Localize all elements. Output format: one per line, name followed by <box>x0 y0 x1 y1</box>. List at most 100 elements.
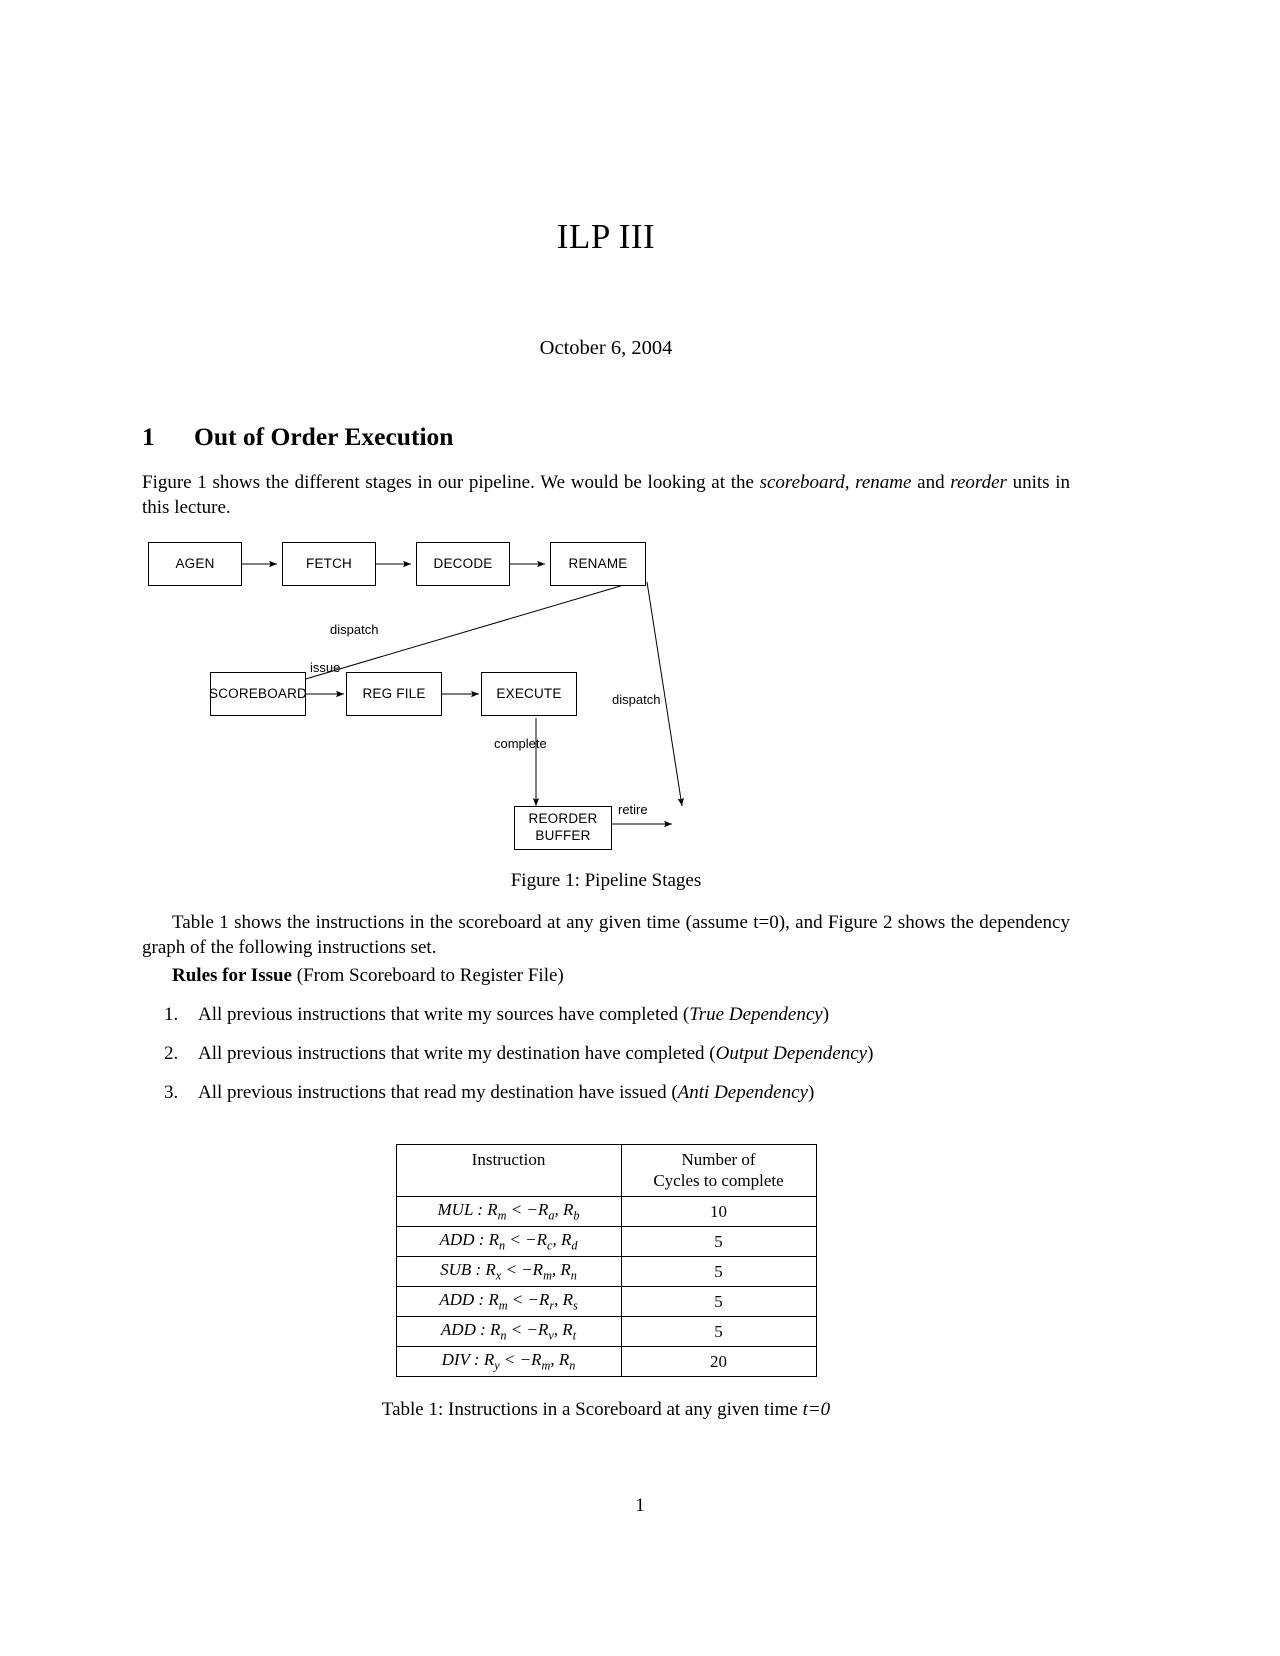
table-1-caption: Table 1: Instructions in a Scoreboard at… <box>142 1399 1070 1421</box>
figure-box-fetch-label: FETCH <box>306 555 352 571</box>
table-caption-prefix: Table 1: Instructions in a Scoreboard at… <box>381 1399 803 1421</box>
rule-number: 3. <box>164 1082 179 1104</box>
list-item: 1. All previous instructions that write m… <box>142 1002 1070 1027</box>
instr-src2: d <box>571 1238 578 1253</box>
table-header-row-2: Cycles to complete <box>395 1170 817 1198</box>
list-item: 3. All previous instructions that read my… <box>142 1080 1070 1105</box>
figure-box-reorder-label-line2: BUFFER <box>535 828 591 844</box>
figure-edge-label-issue: issue <box>310 660 341 676</box>
rule-text-after: ) <box>807 1082 815 1104</box>
intro-text-1: Figure 1 shows the different stages in o… <box>142 471 760 493</box>
figure-box-decode-label: DECODE <box>433 555 493 571</box>
table-1-wrapper: Instruction Number of Cycles to complete… <box>142 1143 1070 1378</box>
intro-paragraph: Figure 1 shows the different stages in o… <box>142 470 1070 521</box>
figure-box-decode: DECODE <box>416 542 510 587</box>
rule-text-after: ) <box>822 1003 830 1025</box>
instr-dest: n <box>500 1328 507 1343</box>
rule-emphasis: Output Dependency <box>715 1043 868 1065</box>
rule-emphasis: Anti Dependency <box>677 1082 808 1104</box>
table-header-instruction: Instruction <box>395 1143 622 1171</box>
table-row: SUB : Rx < −Rm, Rn 5 <box>395 1256 817 1288</box>
page-number: 1 <box>635 1495 645 1516</box>
instr-op: ADD <box>439 1290 475 1310</box>
rule-text-before: All previous instructions that read my d… <box>198 1082 678 1104</box>
figure-box-regfile: REG FILE <box>346 672 442 717</box>
table-header-instruction-blank <box>395 1170 622 1198</box>
instr-dest: n <box>499 1238 506 1253</box>
rule-text-before: All previous instructions that write my … <box>198 1003 690 1025</box>
instr-op: MUL <box>437 1200 474 1220</box>
section-title: Out of Order Execution <box>194 421 454 451</box>
rule-text-before: All previous instructions that write my … <box>198 1043 716 1065</box>
rule-number: 2. <box>164 1043 179 1065</box>
instruction-cell: ADD : Rn < −Rv, Rt <box>395 1316 622 1348</box>
cycles-cell: 10 <box>620 1196 817 1228</box>
instructions-table: Instruction Number of Cycles to complete… <box>395 1143 817 1378</box>
instr-src1: m <box>541 1358 551 1373</box>
instr-src1: v <box>548 1328 554 1343</box>
instr-op: DIV <box>441 1350 470 1370</box>
page-title: ILP III <box>556 217 656 256</box>
rule-emphasis: True Dependency <box>689 1003 823 1025</box>
figure-box-execute-label: EXECUTE <box>496 685 562 701</box>
figure-box-reorder-label-line1: REORDER <box>528 811 598 827</box>
figure-box-rename: RENAME <box>550 542 646 587</box>
figure-box-reorder-buffer: REORDER BUFFER <box>514 806 612 851</box>
table-row: DIV : Ry < −Rm, Rn 20 <box>395 1346 817 1378</box>
table-header-cycles-line2: Cycles to complete <box>620 1170 817 1198</box>
figure-box-scoreboard: SCOREBOARD <box>208 672 308 717</box>
figure-box-regfile-label: REG FILE <box>362 685 426 701</box>
cycles-cell: 20 <box>620 1346 817 1378</box>
cycles-cell: 5 <box>620 1316 817 1348</box>
instr-src1: c <box>547 1238 553 1253</box>
instr-src2: s <box>573 1298 578 1313</box>
instr-src2: t <box>572 1328 577 1343</box>
instr-src1: r <box>549 1298 555 1313</box>
instr-dest: y <box>494 1358 500 1373</box>
figure-1: AGEN FETCH DECODE RENAME SCOREBOARD REG … <box>142 534 1070 864</box>
rules-list: 1. All previous instructions that write m… <box>142 1002 1070 1106</box>
section-number: 1 <box>142 421 155 451</box>
instr-src2: n <box>569 1358 576 1373</box>
figure-box-scoreboard-label: SCOREBOARD <box>208 685 308 701</box>
intro-emphasis-1: scoreboard, rename <box>759 471 912 493</box>
rule-number: 1. <box>164 1003 179 1025</box>
instruction-cell: SUB : Rx < −Rm, Rn <box>395 1256 622 1288</box>
figure-edge-label-dispatch-left: dispatch <box>330 622 379 638</box>
figure-box-execute: EXECUTE <box>481 672 577 717</box>
table-intro-paragraph: Table 1 shows the instructions in the sc… <box>142 912 1070 959</box>
instruction-cell: ADD : Rm < −Rr, Rs <box>395 1286 622 1318</box>
document-date: October 6, 2004 <box>539 336 673 359</box>
table-row: ADD : Rm < −Rr, Rs 5 <box>395 1286 817 1318</box>
figure-box-rename-label: RENAME <box>568 555 628 571</box>
page-content: ILP III October 6, 2004 1 Out of Order E… <box>142 0 1070 1421</box>
intro-text-2: and <box>911 471 951 493</box>
instr-op: SUB <box>440 1260 472 1280</box>
intro-text-3: units in this lecture. <box>142 471 1071 518</box>
cycles-cell: 5 <box>620 1226 817 1258</box>
figure-box-agen-label: AGEN <box>175 555 215 571</box>
instr-dest: x <box>495 1268 502 1283</box>
rules-heading-subtitle: (From Scoreboard to Register File) <box>292 964 564 986</box>
instruction-cell: MUL : Rm < −Ra, Rb <box>395 1196 622 1228</box>
instruction-cell: DIV : Ry < −Rm, Rn <box>395 1346 622 1378</box>
intro-emphasis-2: reorder <box>950 471 1007 493</box>
figure-1-caption: Figure 1: Pipeline Stages <box>510 870 702 892</box>
table-caption-emphasis: t=0 <box>802 1399 831 1421</box>
instr-op: ADD <box>439 1230 475 1250</box>
figure-1-connectors <box>238 560 684 828</box>
table-row: ADD : Rn < −Rv, Rt 5 <box>395 1316 817 1348</box>
list-item: 2. All previous instructions that write m… <box>142 1041 1070 1066</box>
table-row: MUL : Rm < −Ra, Rb 10 <box>395 1196 817 1228</box>
instr-op: ADD <box>440 1320 476 1340</box>
instr-dest: m <box>497 1208 507 1223</box>
table-header-row: Instruction Number of <box>395 1143 817 1171</box>
section-heading: 1 Out of Order Execution <box>142 422 1070 452</box>
instr-src1: m <box>543 1268 552 1283</box>
figure-box-agen: AGEN <box>148 542 242 587</box>
instr-dest: m <box>498 1298 508 1313</box>
figure-box-fetch: FETCH <box>282 542 376 587</box>
figure-edge-label-dispatch-right: dispatch <box>612 692 661 708</box>
cycles-cell: 5 <box>620 1256 817 1288</box>
